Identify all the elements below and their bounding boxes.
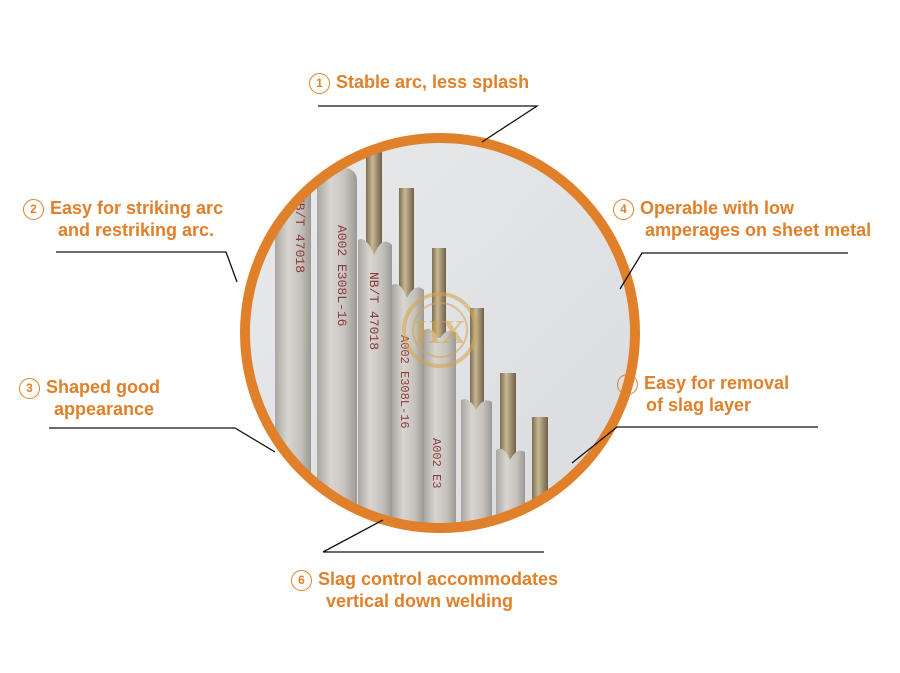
electrode-rod: A002 E308L-16: [317, 168, 357, 528]
rod-print: A002 E308L-16: [334, 225, 349, 326]
callout-6: 6 Slag control accommodates vertical down…: [291, 569, 558, 612]
leader-line-2: [56, 251, 238, 283]
callout-text: Operable with low: [640, 198, 795, 218]
callout-number-badge: 4: [613, 199, 634, 220]
leader-lines: [49, 105, 848, 553]
callout-text: Stable arc, less splash: [336, 72, 530, 92]
callout-5: 5 Easy for removal of slag layer: [617, 373, 789, 416]
callout-number-badge: 1: [309, 73, 330, 94]
electrode-photo: NB/T 47018 A002 E308L-16 NB/T 47018 A002…: [245, 138, 635, 528]
rod-print: NB/T 47018: [366, 272, 381, 350]
callout-4: 4 Operable with low amperages on sheet me…: [613, 198, 871, 241]
leader-line-5: [571, 426, 818, 464]
logo-text: HX: [415, 314, 466, 351]
callout-text-line2: appearance: [54, 399, 155, 419]
callout-number-badge: 3: [19, 378, 40, 399]
callout-text-line2: and restriking arc.: [58, 220, 215, 240]
callout-text-line2: vertical down welding: [326, 591, 514, 611]
rod-print: A002 E3: [429, 438, 443, 488]
leader-line-4: [619, 252, 848, 290]
callout-text: Shaped good: [46, 377, 160, 397]
leader-line-3: [49, 427, 276, 453]
callout-2: 2 Easy for striking arc and restriking ar…: [23, 198, 223, 241]
electrode-rod: A002 E308L-16: [392, 188, 424, 528]
callout-3: 3 Shaped good appearance: [19, 377, 160, 420]
callout-text: Easy for removal: [644, 373, 790, 393]
electrode-rod: NB/T 47018: [358, 145, 392, 528]
callout-number-badge: 6: [291, 570, 312, 591]
callout-text-line2: amperages on sheet metal: [645, 220, 872, 240]
callout-text-line2: of slag layer: [646, 395, 752, 415]
callout-1: 1 Stable arc, less splash: [309, 72, 529, 94]
callout-text: Easy for striking arc: [50, 198, 224, 218]
callout-number-badge: 2: [23, 199, 44, 220]
callout-number-badge: 5: [617, 374, 638, 395]
electrode-rod: NB/T 47018: [275, 175, 311, 528]
rod-print: A002 E308L-16: [397, 335, 411, 429]
electrode-rod: A002 E3: [424, 248, 456, 528]
callout-text: Slag control accommodates: [318, 569, 559, 589]
leader-line-1: [318, 105, 540, 143]
rod-print: NB/T 47018: [292, 195, 307, 273]
leader-line-6: [322, 519, 544, 553]
logo-watermark: HX: [402, 292, 478, 368]
photo-ring: [240, 133, 640, 533]
electrode-rod: [496, 373, 525, 528]
